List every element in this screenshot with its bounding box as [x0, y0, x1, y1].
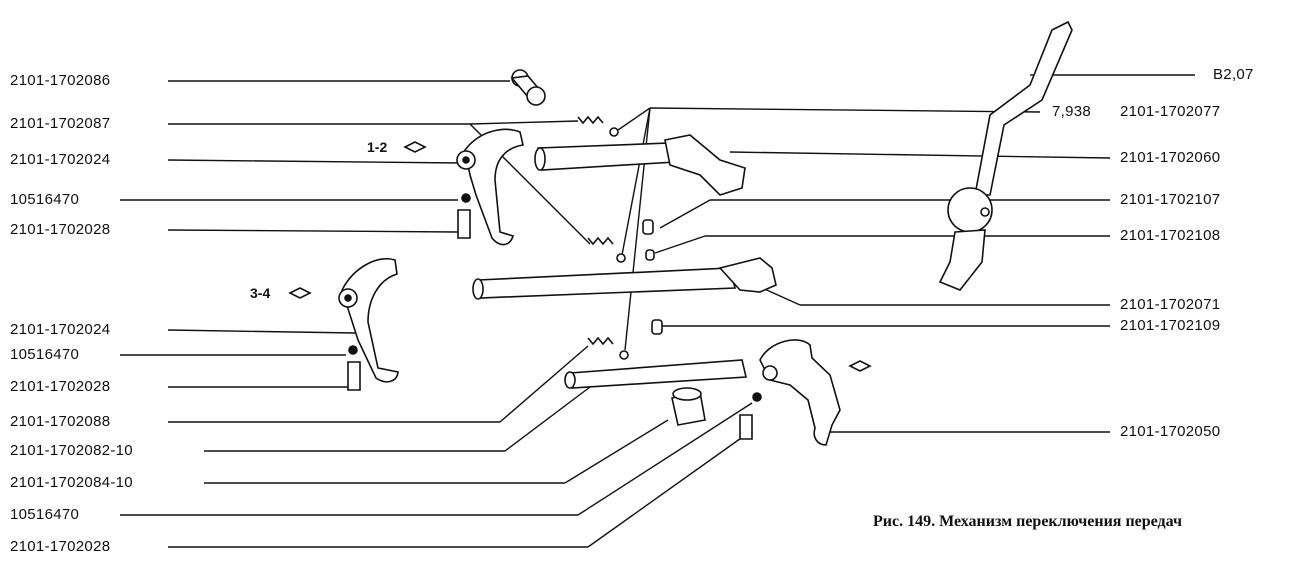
part-label: 2101-1702024	[10, 151, 111, 168]
part-label: 2101-1702084-10	[10, 474, 133, 491]
leader-line	[469, 120, 579, 125]
spring	[587, 336, 614, 346]
part-label: B2,07	[1213, 66, 1254, 83]
part-label: 2101-1702024	[10, 321, 111, 338]
part-label: 2101-1702087	[10, 115, 111, 132]
part-label: 2101-1702050	[1120, 423, 1221, 440]
part-label: 10516470	[10, 506, 80, 523]
part-label: 2101-1702107	[1120, 191, 1221, 208]
leader-line	[587, 435, 745, 548]
leader-line	[564, 419, 669, 484]
ball	[609, 127, 619, 137]
part-label: 2101-1702086	[10, 72, 111, 89]
arrow-icon	[848, 360, 872, 372]
rod-reverse	[564, 359, 747, 389]
leader-line	[759, 286, 801, 306]
bushing-top	[510, 69, 546, 106]
spring	[577, 115, 604, 125]
leader-line	[167, 229, 459, 233]
part-label: 2101-1702082-10	[10, 442, 133, 459]
part-label: 2101-1702077	[1120, 103, 1221, 120]
ball	[619, 350, 629, 360]
arrow-icon	[403, 141, 427, 153]
ball-size-label: 7,938	[1052, 103, 1092, 120]
gear-label-3-4: 3-4	[250, 285, 271, 301]
part-label: 10516470	[10, 346, 80, 363]
leader-line	[649, 107, 1041, 113]
pin	[645, 249, 655, 261]
leader-line	[729, 151, 1111, 159]
arrow-icon	[288, 287, 312, 299]
rod-3-4	[472, 257, 777, 300]
pin	[651, 319, 663, 335]
leader-line	[654, 235, 706, 254]
leader-line	[577, 402, 753, 516]
leader-line	[617, 107, 651, 131]
bushing-bottom	[671, 387, 706, 426]
leader-line	[659, 199, 711, 229]
gear-label-1-2: 1-2	[367, 139, 388, 155]
part-label: 2101-1702088	[10, 413, 111, 430]
part-label: 2101-1702028	[10, 221, 111, 238]
part-label: 2101-1702108	[1120, 227, 1221, 244]
leader-line	[167, 159, 463, 164]
gear-lever	[938, 20, 1073, 291]
part-label: 2101-1702060	[1120, 149, 1221, 166]
rod-1-2	[534, 134, 746, 196]
part-label: 2101-1702109	[1120, 317, 1221, 334]
pin	[642, 219, 654, 235]
ball	[616, 253, 626, 263]
spring	[587, 236, 614, 246]
leader-line	[167, 329, 356, 334]
part-label: 2101-1702028	[10, 378, 111, 395]
leader-line	[504, 386, 591, 452]
bolt-1	[457, 209, 471, 239]
fork-1-2	[456, 128, 524, 246]
leader-line	[621, 107, 651, 256]
bolt-3	[739, 414, 753, 440]
part-label: 2101-1702071	[1120, 296, 1221, 313]
figure-caption: Рис. 149. Механизм переключения передач	[873, 513, 1183, 530]
part-label: 10516470	[10, 191, 80, 208]
fork-reverse	[759, 339, 841, 446]
part-label: 2101-1702028	[10, 538, 111, 555]
bolt-2	[347, 361, 361, 391]
leader-line	[499, 345, 589, 423]
fork-3-4	[338, 258, 399, 383]
